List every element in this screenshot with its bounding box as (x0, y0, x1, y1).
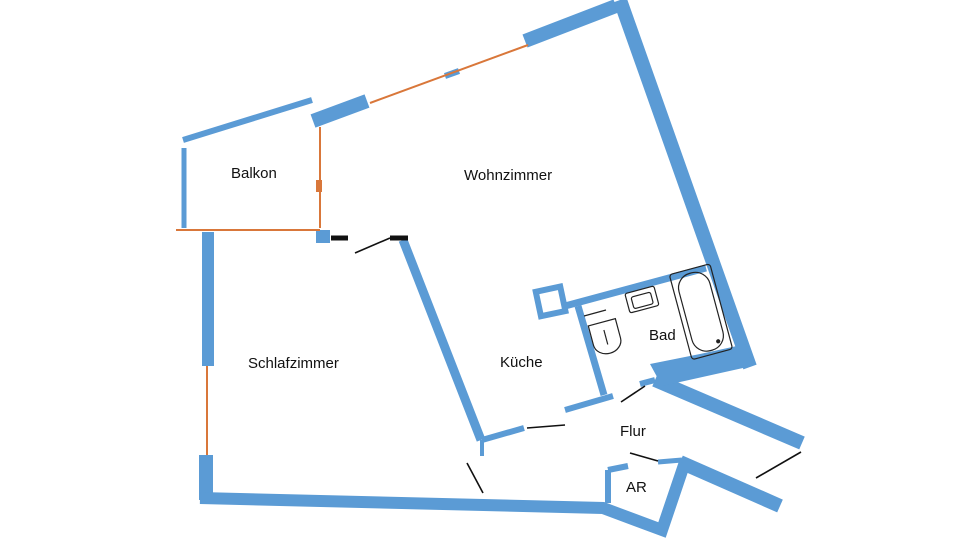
room-label-balkon: Balkon (231, 165, 277, 182)
room-label-bad: Bad (649, 327, 676, 344)
wall-kitchen-stub (481, 425, 525, 443)
window-living-north (369, 44, 529, 104)
windows (176, 44, 529, 455)
door-bedroom (466, 462, 484, 494)
door-bath (620, 385, 646, 403)
room-label-kueche: Küche (500, 354, 543, 371)
wall-bath-west (574, 305, 608, 396)
room-label-schlafzimmer: Schlafzimmer (248, 355, 339, 372)
wall-east (613, 0, 757, 370)
door-ar (629, 452, 659, 462)
door-kitchen (526, 424, 566, 429)
room-label-flur: Flur (620, 423, 646, 440)
door-living (354, 237, 391, 254)
wall-kitchen-diagonal (398, 238, 486, 442)
wall-hall-stub (639, 377, 656, 387)
wall-hall-north (652, 373, 805, 450)
room-label-ar: AR (626, 479, 647, 496)
shaft-square (532, 283, 569, 320)
bathtub-icon (669, 263, 733, 360)
wall-pillar (316, 230, 330, 243)
wall-bath-block (650, 344, 752, 386)
wall-south-east (677, 455, 783, 513)
wall-top-right (522, 0, 619, 48)
room-label-wohnzimmer: Wohnzimmer (464, 167, 553, 184)
doors (331, 235, 802, 494)
bath-fixtures (583, 263, 733, 360)
wall-ar-stub2 (657, 457, 683, 465)
wall-ar-stub (607, 463, 629, 473)
toilet-icon (587, 317, 622, 355)
window-balcony-mark (316, 180, 322, 192)
door-entrance (755, 451, 802, 479)
wall-living-north (310, 94, 370, 128)
wall-balcony-north (182, 97, 313, 143)
wall-south (199, 460, 691, 538)
wall-bath-north (564, 264, 707, 310)
sink-icon (624, 285, 660, 314)
shelf-line (583, 309, 607, 317)
wall-kitchen-south (564, 393, 614, 413)
walls (181, 0, 805, 538)
